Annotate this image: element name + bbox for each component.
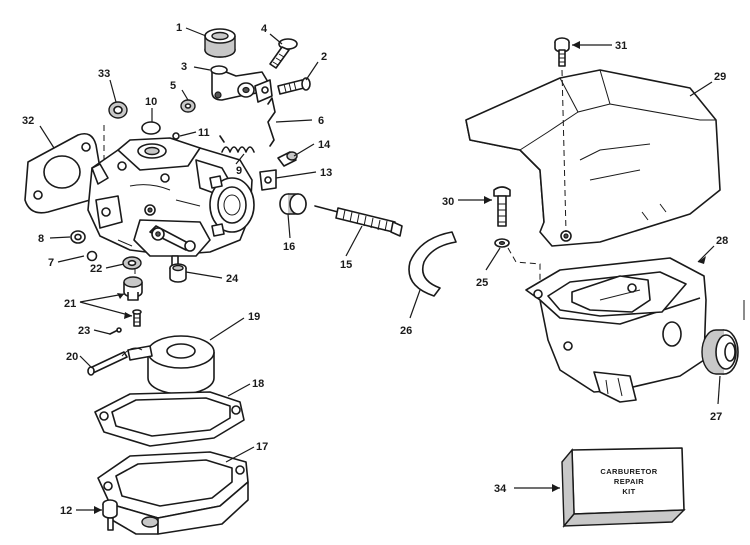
callout-11: 11 bbox=[198, 127, 210, 139]
part-22-washer bbox=[122, 256, 142, 270]
part-12-drain-screw bbox=[102, 499, 118, 531]
callout-22: 22 bbox=[90, 263, 102, 275]
callout-21: 21 bbox=[64, 298, 76, 310]
callout-15: 15 bbox=[340, 259, 352, 271]
callout-10: 10 bbox=[145, 96, 157, 108]
callout-20: 20 bbox=[66, 351, 78, 363]
kit-label-line1: CARBURETOR bbox=[600, 467, 657, 476]
part-23-pin bbox=[109, 327, 122, 335]
callout-25: 25 bbox=[476, 277, 488, 289]
part-21-jet bbox=[123, 276, 143, 327]
part-7-ball bbox=[86, 250, 98, 262]
part-29-silencer-cover bbox=[465, 69, 721, 247]
callout-32: 32 bbox=[22, 115, 34, 127]
callout-18: 18 bbox=[252, 378, 264, 390]
alignment-line-31 bbox=[561, 69, 567, 233]
callout-numbers: 1 2 3 4 5 6 7 8 9 10 11 12 13 14 15 16 1… bbox=[22, 22, 728, 517]
part-3-lever-assembly bbox=[210, 65, 273, 103]
part-9-spring bbox=[219, 135, 255, 153]
callout-1: 1 bbox=[176, 22, 182, 34]
callout-17: 17 bbox=[256, 441, 268, 453]
part-20-pin bbox=[87, 351, 128, 376]
part-30-screw bbox=[493, 186, 511, 227]
callout-26: 26 bbox=[400, 325, 412, 337]
part-13-bracket bbox=[259, 169, 277, 191]
part-34-repair-kit-box: CARBURETOR REPAIR KIT bbox=[561, 447, 686, 528]
part-19-float bbox=[121, 335, 215, 395]
kit-label-line2: REPAIR bbox=[614, 477, 644, 486]
callout-29: 29 bbox=[714, 71, 726, 83]
callout-28: 28 bbox=[716, 235, 728, 247]
part-31-screw bbox=[554, 37, 570, 67]
callout-34: 34 bbox=[494, 483, 507, 495]
callout-9: 9 bbox=[236, 165, 242, 177]
callout-3: 3 bbox=[181, 61, 187, 73]
part-6-link-wire bbox=[267, 97, 276, 147]
callout-12: 12 bbox=[60, 505, 72, 517]
part-1-cap bbox=[204, 28, 236, 58]
part-5-washer bbox=[180, 99, 196, 113]
part-28-silencer-base bbox=[525, 257, 707, 403]
part-18-bowl-gasket bbox=[94, 391, 245, 447]
part-25-washer bbox=[494, 238, 510, 248]
part-14-screw bbox=[277, 151, 298, 167]
callout-19: 19 bbox=[248, 311, 260, 323]
part-16-packing-nut bbox=[279, 193, 307, 215]
part-2-screw bbox=[277, 77, 311, 95]
callout-8: 8 bbox=[38, 233, 44, 245]
part-17-float-bowl bbox=[97, 451, 249, 535]
part-10-welch-plug bbox=[141, 121, 161, 135]
callout-24: 24 bbox=[226, 273, 239, 285]
kit-label-line3: KIT bbox=[622, 487, 635, 496]
part-15-needle-valve bbox=[314, 205, 403, 237]
callout-14: 14 bbox=[318, 139, 331, 151]
callout-27: 27 bbox=[710, 411, 722, 423]
part-26-seal-ring bbox=[408, 231, 457, 297]
part-11-ball bbox=[172, 132, 180, 140]
part-33-plug bbox=[108, 101, 128, 119]
leader-arrowheads bbox=[94, 41, 706, 514]
part-27-grommet bbox=[701, 329, 739, 375]
callout-2: 2 bbox=[321, 51, 327, 63]
callout-30: 30 bbox=[442, 196, 454, 208]
callout-5: 5 bbox=[170, 80, 176, 92]
callout-16: 16 bbox=[283, 241, 295, 253]
callout-7: 7 bbox=[48, 257, 54, 269]
callout-23: 23 bbox=[78, 325, 90, 337]
callout-13: 13 bbox=[320, 167, 332, 179]
part-8-o-ring bbox=[70, 230, 86, 244]
callout-31: 31 bbox=[615, 40, 627, 52]
part-4-screw bbox=[269, 38, 298, 69]
carburetor-body bbox=[87, 137, 255, 267]
part-24-plug bbox=[169, 263, 187, 283]
callout-6: 6 bbox=[318, 115, 324, 127]
alignment-line-25 bbox=[507, 247, 541, 290]
part-32-flange-gasket bbox=[24, 132, 104, 214]
callout-4: 4 bbox=[261, 23, 268, 35]
callout-33: 33 bbox=[98, 68, 110, 80]
